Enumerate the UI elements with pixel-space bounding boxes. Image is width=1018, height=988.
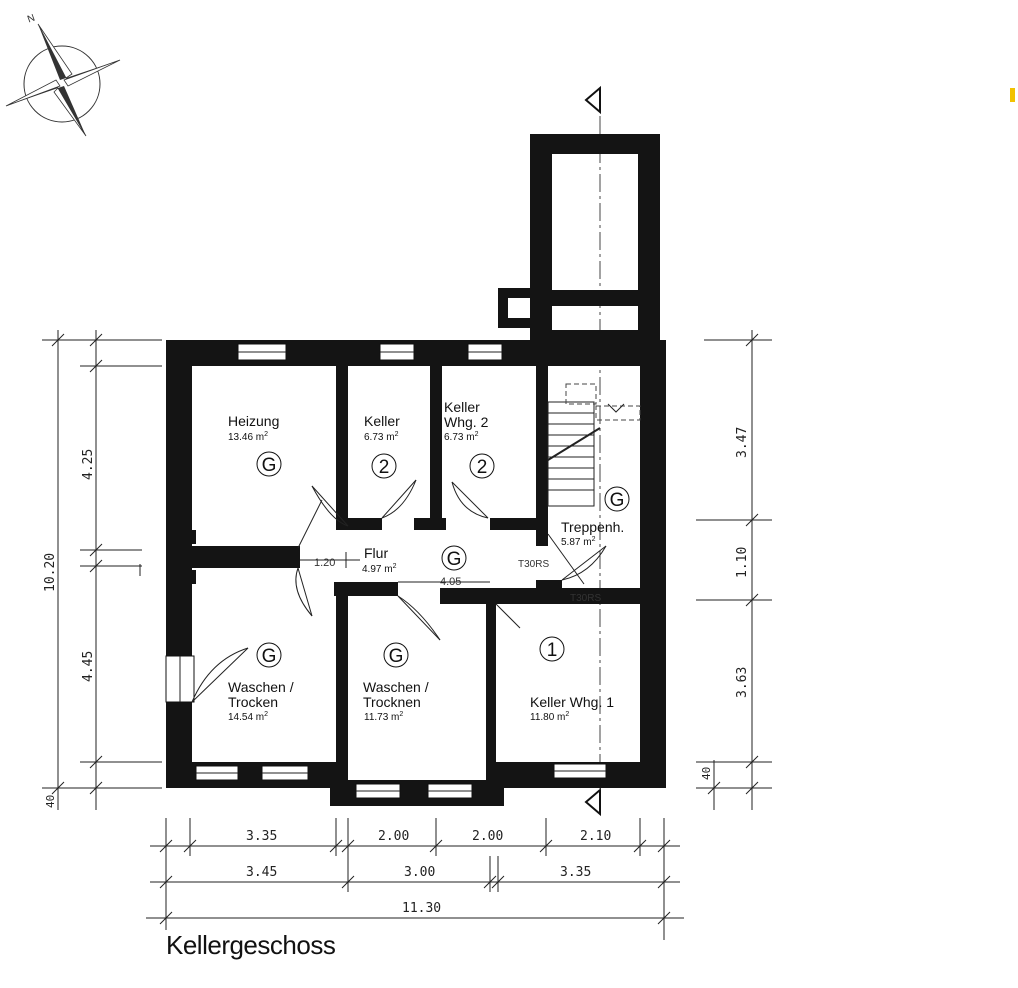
dim-left-label: 40	[44, 795, 57, 808]
room-keller-whg-1: 1 Keller Whg. 1 11.80 m2	[530, 636, 614, 723]
room-area: 5.87 m2	[561, 536, 596, 548]
room-name: Heizung	[228, 413, 279, 429]
dim-left-label: 4.45	[81, 651, 96, 682]
room-waschen-trocken: G Waschen / Trocken 14.54 m2	[228, 642, 294, 723]
room-waschen-trocknen: G Waschen / Trocknen 11.73 m2	[363, 642, 429, 723]
door-rating-label: T30RS	[570, 593, 601, 604]
dim-bottom-label: 2.10	[580, 829, 611, 844]
svg-text:1.20: 1.20	[314, 557, 335, 569]
dim-bottom-label: 3.35	[560, 865, 591, 880]
room-badge: 2	[379, 457, 390, 478]
room-area: 6.73 m2	[444, 431, 479, 443]
interior-walls	[182, 366, 640, 780]
room-area: 13.46 m2	[228, 431, 268, 443]
room-badge: 2	[477, 457, 488, 478]
inner-dimension-1-20: 1.20	[300, 552, 360, 569]
room-name-line2: Trocken	[228, 694, 278, 710]
dim-right-label: 1.10	[735, 547, 750, 578]
dim-bottom-label: 3.45	[246, 865, 277, 880]
room-name: Flur	[364, 545, 388, 561]
compass-north-label: N	[26, 13, 37, 26]
dimension-lines-right	[696, 330, 772, 810]
room-name: Treppenh.	[561, 519, 624, 535]
room-treppenhaus: G Treppenh. 5.87 m2	[561, 486, 630, 548]
room-area: 6.73 m2	[364, 431, 399, 443]
room-badge: G	[610, 490, 625, 511]
section-marker-bottom-icon	[584, 787, 601, 817]
room-badge: G	[447, 549, 462, 570]
room-name-line2: Whg. 2	[444, 414, 489, 430]
section-marker-top-icon	[584, 85, 601, 115]
room-area: 14.54 m2	[228, 711, 268, 723]
dim-bottom-label: 2.00	[472, 829, 503, 844]
dim-right-label: 3.63	[735, 667, 750, 698]
room-name: Keller	[364, 413, 400, 429]
staircase	[547, 383, 641, 507]
room-area: 11.80 m2	[530, 711, 569, 723]
dim-bottom-label: 3.35	[246, 829, 277, 844]
dim-bottom-label: 3.00	[404, 865, 435, 880]
dim-bottom-total: 11.30	[402, 901, 441, 916]
room-name-line2: Trocknen	[363, 694, 421, 710]
dim-bottom-label: 2.00	[378, 829, 409, 844]
dimension-lines-bottom	[146, 818, 684, 940]
doors	[191, 479, 607, 703]
door-rating-label: T30RS	[518, 559, 549, 570]
room-area: 4.97 m2	[362, 563, 397, 575]
compass-rose-icon	[5, 23, 121, 137]
room-name: Waschen /	[228, 679, 294, 695]
room-area: 11.73 m2	[364, 711, 403, 723]
room-badge: 1	[547, 640, 558, 661]
svg-text:4.05: 4.05	[440, 576, 461, 588]
room-name: Waschen /	[363, 679, 429, 695]
dim-left-label: 4.25	[81, 449, 96, 480]
outer-walls	[166, 340, 666, 806]
room-keller: Keller 6.73 m2 2	[364, 413, 400, 479]
room-heizung: Heizung 13.46 m2 G	[228, 413, 282, 477]
dim-right-label: 3.47	[735, 427, 750, 458]
yellow-mark	[1010, 88, 1015, 102]
floor-title: Kellergeschoss	[166, 930, 336, 960]
room-keller-whg-2: Keller Whg. 2 6.73 m2 2	[444, 399, 495, 479]
inner-dimension-4-05: 4.05	[398, 576, 490, 588]
room-flur: Flur 4.97 m2 G	[362, 545, 467, 575]
annex-walls	[498, 134, 660, 344]
room-name: Keller Whg. 1	[530, 694, 614, 710]
room-badge: G	[389, 646, 404, 667]
dim-right-label: 40	[700, 767, 713, 780]
dimension-lines-left	[42, 330, 162, 810]
room-badge: G	[262, 646, 277, 667]
room-badge: G	[262, 455, 277, 476]
dim-left-total: 10.20	[43, 553, 58, 592]
windows	[165, 343, 607, 799]
room-name: Keller	[444, 399, 480, 415]
